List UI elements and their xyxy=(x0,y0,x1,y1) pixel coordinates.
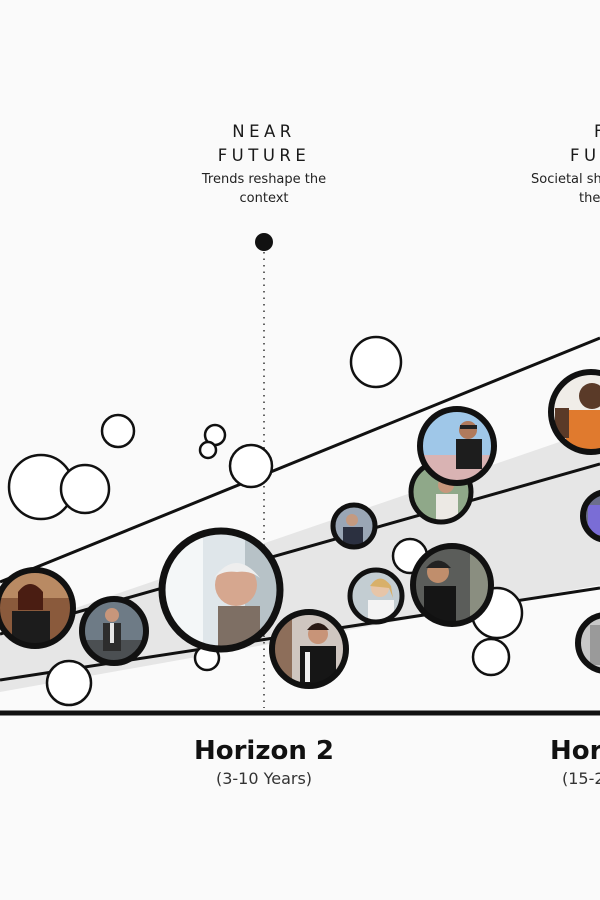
era-description-line: context xyxy=(239,191,289,206)
era-title: F FU xyxy=(528,120,600,168)
empty-trend-bubble-icon xyxy=(471,637,511,677)
person-photo-bubble-icon xyxy=(269,609,349,689)
era-title: NEAR FUTURE xyxy=(184,120,344,168)
era-description-line: Societal sh xyxy=(531,172,600,187)
empty-trend-bubble-icon xyxy=(198,440,218,460)
era-description: Societal sh the xyxy=(528,170,600,208)
horizon-name: Horizon 2 xyxy=(193,736,334,766)
era-label-near-future: NEAR FUTURE Trends reshape the context xyxy=(184,120,344,208)
era-description-line: Trends reshape the xyxy=(201,172,327,187)
era-description-line: the xyxy=(579,191,600,206)
person-photo-bubble-icon xyxy=(548,369,600,455)
era-label-far-future: F FU Societal sh the xyxy=(528,120,600,208)
empty-trend-bubble-icon xyxy=(228,443,274,489)
person-photo-bubble-icon xyxy=(158,527,284,653)
horizon-name: Hor xyxy=(550,736,600,766)
horizon-2-marker-dot xyxy=(255,233,273,251)
trend-line-upper xyxy=(0,336,600,584)
person-photo-bubble-icon xyxy=(347,567,405,625)
person-photo-bubble-icon xyxy=(0,567,76,649)
empty-trend-bubble-icon xyxy=(349,335,403,389)
person-photo-bubble-icon xyxy=(417,406,497,486)
era-title-line: F xyxy=(528,120,600,144)
person-photo-bubble-icon xyxy=(79,596,149,666)
empty-trend-bubble-icon xyxy=(100,413,136,449)
horizon-3-label: Hor (15-2 xyxy=(550,736,600,790)
era-description: Trends reshape the context xyxy=(184,170,344,208)
person-photo-bubble-icon xyxy=(580,489,600,543)
horizon-range: (15-2 xyxy=(562,769,600,788)
horizon-range: (3-10 Years) xyxy=(215,769,313,788)
empty-trend-bubble-icon xyxy=(59,463,111,515)
era-title-line: NEAR xyxy=(232,122,296,141)
person-photo-bubble-icon xyxy=(575,612,600,674)
person-photo-bubble-icon xyxy=(410,543,494,627)
horizon-2-label: Horizon 2 (3-10 Years) xyxy=(174,736,354,790)
empty-trend-bubble-icon xyxy=(45,659,93,707)
person-photo-bubble-icon xyxy=(330,502,378,550)
era-title-line: FU xyxy=(570,146,600,165)
era-title-line: FUTURE xyxy=(217,146,311,165)
